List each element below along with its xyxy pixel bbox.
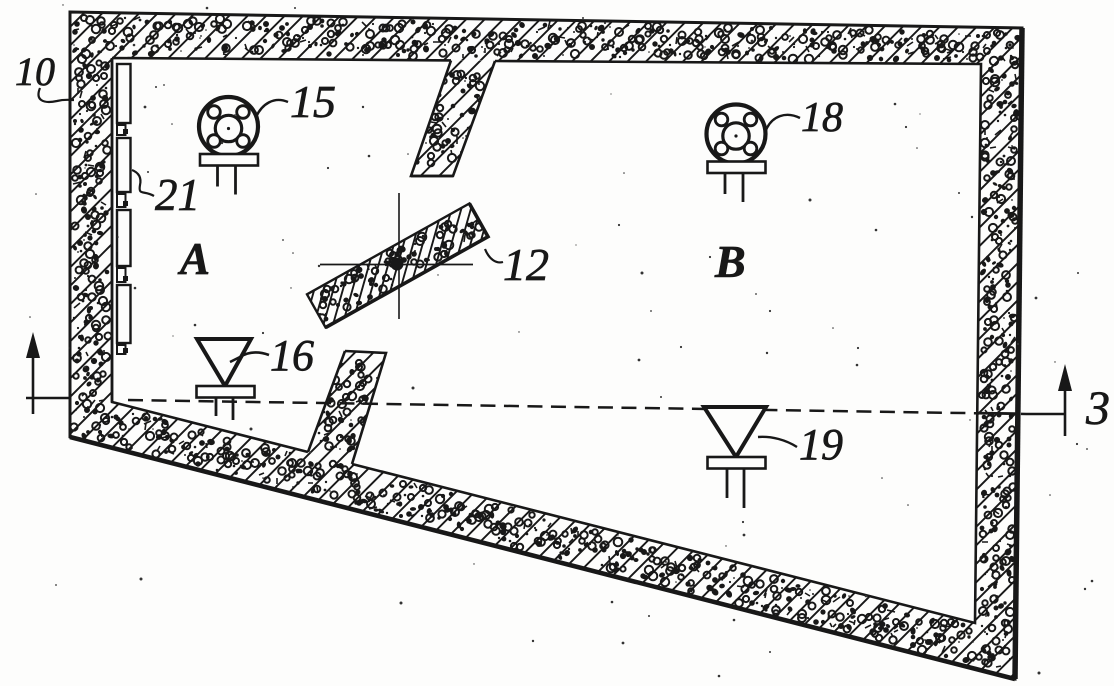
- svg-text:15: 15: [290, 76, 336, 127]
- svg-text:16: 16: [270, 331, 314, 380]
- svg-text:B: B: [714, 236, 746, 287]
- svg-text:10: 10: [15, 49, 55, 94]
- svg-text:21: 21: [155, 170, 200, 220]
- svg-text:3: 3: [1085, 382, 1110, 435]
- svg-text:A: A: [177, 234, 210, 284]
- svg-text:18: 18: [801, 95, 843, 141]
- svg-text:19: 19: [799, 420, 843, 469]
- svg-text:12: 12: [503, 239, 549, 290]
